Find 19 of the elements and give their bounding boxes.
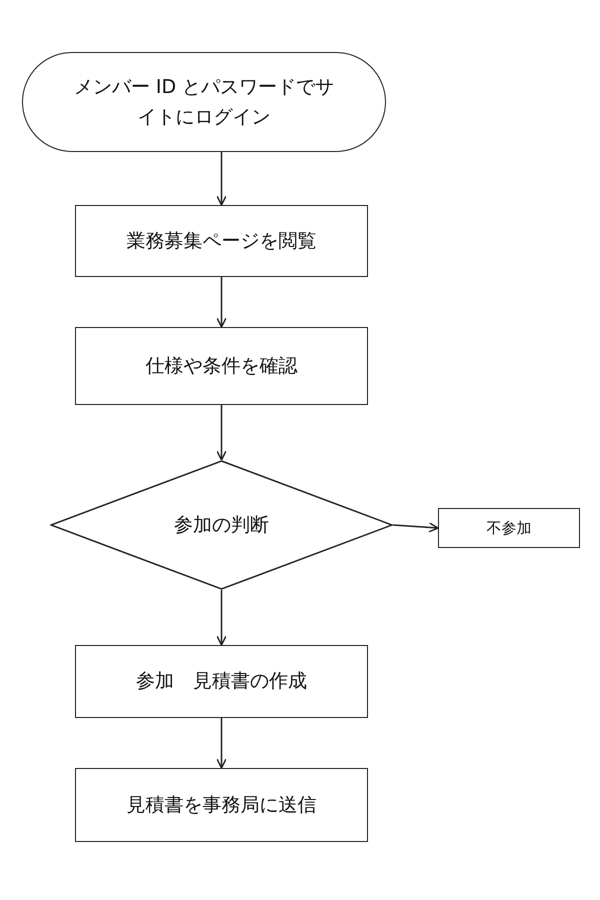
arrow — [216, 405, 227, 461]
arrow — [216, 152, 227, 206]
node-label: 業務募集ページを閲覧 — [126, 228, 316, 254]
decision-diamond — [50, 460, 393, 590]
node-label: 見積書を事務局に送信 — [126, 792, 316, 818]
arrow — [216, 590, 227, 646]
node-label: メンバー ID とパスワードでサイトにログイン — [73, 74, 335, 130]
process-box — [75, 645, 368, 718]
arrow — [216, 277, 227, 328]
node-label: 参加の判断 — [174, 512, 269, 538]
process-box — [75, 768, 368, 842]
arrow — [392, 522, 439, 533]
process-box — [438, 508, 580, 548]
arrow — [216, 718, 227, 769]
process-box — [75, 327, 368, 405]
node-label: 不参加 — [486, 518, 532, 539]
process-box — [75, 205, 368, 277]
node-label: 仕様や条件を確認 — [146, 354, 298, 379]
node-label: 参加 見積書の作成 — [136, 669, 307, 694]
